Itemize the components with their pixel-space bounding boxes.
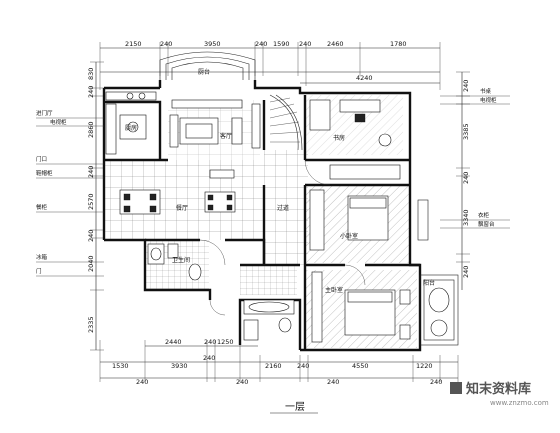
dim-right-1: 240 — [462, 80, 470, 92]
right-callouts — [440, 95, 510, 229]
dim-left-3: 2860 — [87, 121, 95, 138]
room-label-master-bedroom: 主卧室 — [325, 286, 343, 294]
dim-top-2: 240 — [160, 40, 172, 48]
room-label-kitchen: 厨房 — [125, 124, 137, 132]
kitchen-furniture — [105, 91, 157, 155]
master-bedroom-furniture — [311, 271, 411, 343]
room-label-balcony: 阳台 — [423, 279, 435, 287]
balcony — [417, 199, 459, 346]
dim-bottom-10: 1220 — [416, 362, 433, 370]
dim-bottom-14: 240 — [430, 378, 442, 386]
bay-window — [159, 51, 256, 80]
room-label-bath: 卫生间 — [172, 256, 190, 264]
drawing-title: 一层 — [285, 401, 305, 413]
living-furniture — [169, 99, 261, 149]
dim-top-9: 4240 — [356, 74, 373, 82]
room-label-small-bedroom: 小卧室 — [340, 232, 358, 240]
note-right-4: 飘窗台 — [478, 220, 495, 228]
dim-right-2: 3385 — [462, 123, 470, 140]
note-left-6: 冰箱 — [36, 253, 48, 261]
left-callouts — [36, 117, 104, 277]
staircase — [269, 94, 303, 151]
dim-bottom-7: 2160 — [265, 362, 282, 370]
note-left-4: 鞋帽柜 — [36, 169, 53, 177]
note-left-2: 电视柜 — [50, 118, 67, 126]
dim-top-5: 1590 — [273, 40, 290, 48]
note-right-3: 衣柜 — [478, 211, 490, 219]
dim-top-4: 240 — [255, 40, 267, 48]
bathroom-fixtures — [147, 243, 295, 341]
right-dimension-labels: 240 3385 240 3340 240 — [462, 80, 470, 278]
note-right-1: 书桌 — [480, 87, 492, 95]
doors — [199, 159, 366, 316]
top-dimensions — [99, 42, 441, 90]
dim-bottom-3: 1250 — [217, 338, 234, 346]
dim-top-1: 2150 — [125, 40, 142, 48]
dim-bottom-11: 240 — [136, 378, 148, 386]
note-right-2: 电视柜 — [480, 96, 497, 104]
note-left-7: 门 — [36, 267, 42, 275]
bottom-dimensions — [99, 340, 459, 382]
watermark-brand: 知末资料库 — [466, 381, 531, 397]
dim-bottom-5: 3930 — [171, 362, 188, 370]
room-label-corridor: 过道 — [277, 204, 289, 212]
watermark-url: www.znzmo.com — [490, 399, 549, 407]
dim-left-4: 240 — [87, 166, 95, 178]
dim-top-3: 3950 — [204, 40, 221, 48]
dim-top-6: 240 — [299, 40, 311, 48]
dim-bottom-8: 240 — [297, 362, 309, 370]
dim-top-8: 1780 — [390, 40, 407, 48]
dim-bottom-4: 1530 — [112, 362, 129, 370]
top-dimension-labels: 2150 240 3950 240 1590 240 2460 1780 424… — [125, 40, 407, 82]
dim-bottom-2: 240 — [204, 338, 216, 346]
dim-right-5: 240 — [462, 266, 470, 278]
left-dimension-labels: 830 240 2860 240 2570 240 2040 2335 — [87, 68, 95, 333]
dim-right-3: 240 — [462, 172, 470, 184]
dim-top-7: 2460 — [327, 40, 344, 48]
dim-left-7: 2040 — [87, 255, 95, 272]
dim-bottom-13: 240 — [327, 378, 339, 386]
watermark: 知末资料库 www.znzmo.com — [450, 381, 549, 407]
dim-left-5: 2570 — [87, 193, 95, 210]
dim-right-4: 3340 — [462, 209, 470, 226]
dim-bottom-6: 240 — [203, 354, 215, 362]
left-dimensions — [90, 61, 104, 351]
note-left-3: 门口 — [36, 155, 47, 163]
dim-left-6: 240 — [87, 230, 95, 242]
room-label-living: 客厅 — [220, 132, 232, 140]
study-furniture — [309, 99, 401, 180]
watermark-logo-icon — [450, 382, 462, 394]
room-label-dining-nook: 厨台 — [198, 68, 210, 76]
walls — [102, 80, 422, 352]
note-left-1: 进门厅 — [36, 109, 53, 117]
small-bedroom-furniture — [309, 189, 389, 251]
dim-left-1: 830 — [87, 68, 95, 80]
dim-left-2: 240 — [87, 86, 95, 98]
dim-bottom-1: 2440 — [165, 338, 182, 346]
dim-bottom-12: 240 — [236, 378, 248, 386]
dining-furniture — [119, 169, 236, 215]
bottom-dimension-labels: 2440 240 1250 1530 3930 240 2160 240 455… — [112, 338, 442, 386]
dim-bottom-9: 4550 — [352, 362, 369, 370]
note-left-5: 餐柜 — [36, 203, 48, 211]
dim-left-8: 2335 — [87, 316, 95, 333]
room-label-study: 书房 — [333, 134, 345, 142]
room-label-dining: 餐厅 — [176, 204, 188, 212]
